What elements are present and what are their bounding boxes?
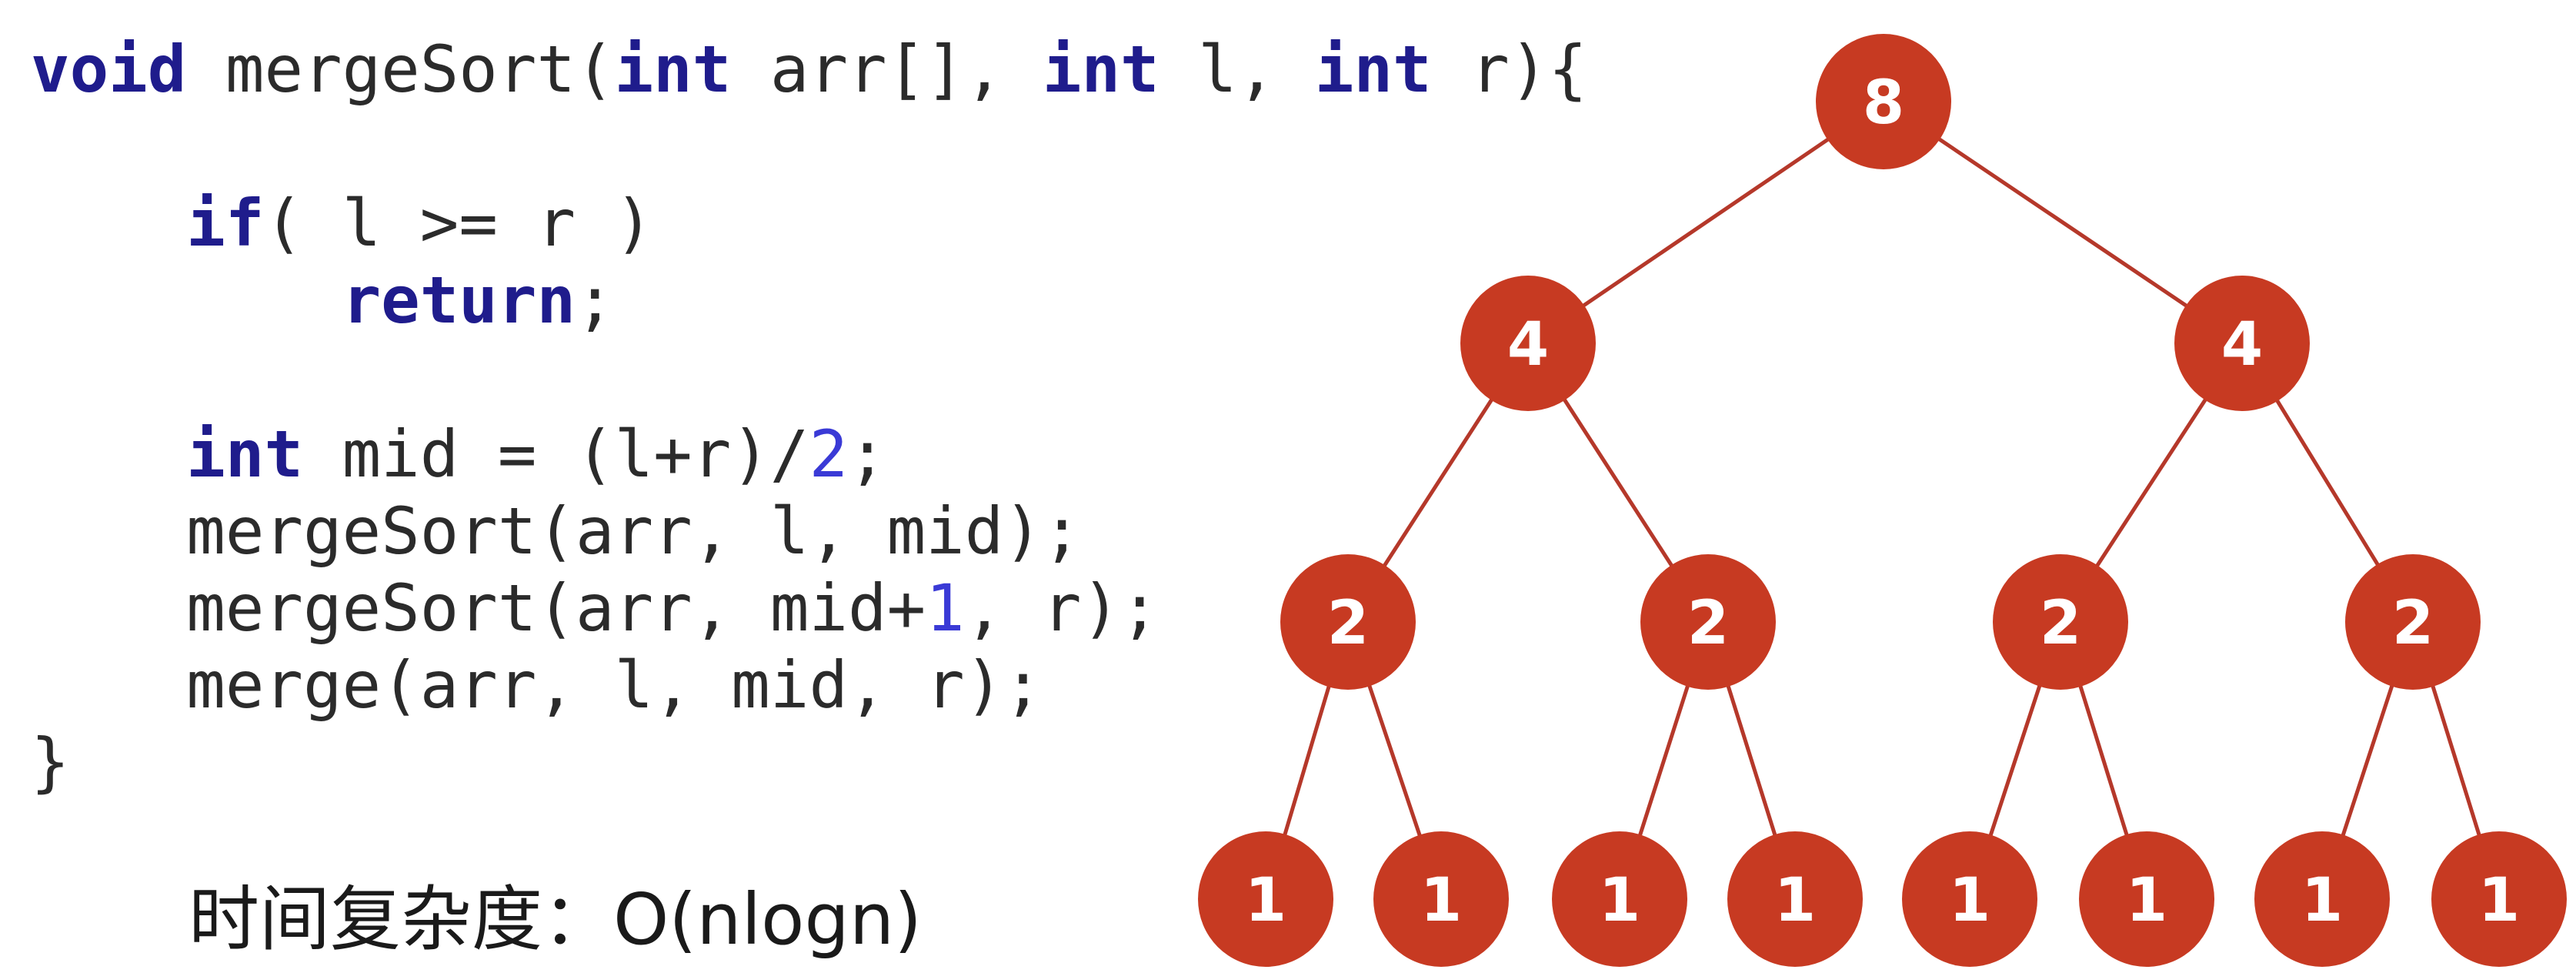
code-line: mergeSort(arr, mid+1, r);	[31, 570, 1587, 647]
code-keyword: if	[186, 186, 265, 261]
tree-node-circle	[2431, 831, 2567, 967]
tree-node-circle	[1993, 554, 2128, 690]
code-text: l,	[1159, 32, 1315, 107]
tree-node-circle	[2079, 831, 2214, 967]
code-keyword: int	[1042, 32, 1160, 107]
tree-node-label: 1	[1774, 866, 1816, 935]
tree-node-label: 4	[2221, 310, 2263, 380]
tree-node: 1	[1902, 831, 2037, 967]
tree-node-label: 1	[1949, 866, 1990, 935]
code-keyword: void	[31, 32, 187, 107]
code-text: mergeSort(arr, mid+	[31, 570, 926, 646]
code-line: }	[31, 724, 1587, 801]
code-line: merge(arr, l, mid, r);	[31, 647, 1587, 724]
tree-node: 8	[1816, 34, 1951, 169]
code-number: 1	[926, 570, 965, 646]
tree-node: 1	[2431, 831, 2567, 967]
code-text: mergeSort(	[186, 32, 615, 107]
code-line: int mid = (l+r)/2;	[31, 416, 1587, 493]
tree-node: 2	[1993, 554, 2128, 690]
tree-node-circle	[2254, 831, 2390, 967]
code-text: mergeSort(arr, l, mid);	[31, 493, 1082, 569]
code-line: mergeSort(arr, l, mid);	[31, 493, 1587, 570]
tree-node-label: 4	[1507, 310, 1549, 380]
tree-node: 4	[1460, 276, 1596, 411]
code-text: arr[],	[731, 32, 1043, 107]
tree-edge	[1882, 99, 2244, 346]
tree-node-circle	[1727, 831, 1863, 967]
tree-node-label: 2	[2040, 589, 2081, 658]
tree-node-circle	[1373, 831, 1509, 967]
code-text: }	[31, 724, 70, 800]
code-line: if( l >= r )	[31, 185, 1587, 262]
tree-node-circle	[1552, 831, 1687, 967]
tree-node-circle	[1816, 34, 1951, 169]
tree-node: 1	[2079, 831, 2214, 967]
tree-node-label: 1	[1599, 866, 1640, 935]
tree-node: 1	[2254, 831, 2390, 967]
tree-node-circle	[1460, 276, 1596, 411]
code-text: r){	[1431, 32, 1587, 107]
tree-node-circle	[2345, 554, 2481, 690]
tree-node-circle	[1280, 554, 1416, 690]
tree-node-label: 1	[1245, 866, 1286, 935]
code-text: ( l >= r )	[264, 186, 654, 261]
code-keyword: return	[342, 262, 576, 338]
tree-node: 1	[1727, 831, 1863, 967]
tree-node-label: 1	[2301, 866, 2343, 935]
tree-node-label: 1	[2126, 866, 2167, 935]
tree-node: 2	[1640, 554, 1776, 690]
code-block: void mergeSort(int arr[], int l, int r){…	[31, 31, 1587, 801]
complexity-label: 时间复杂度：O(nlogn)	[189, 878, 923, 961]
tree-node-circle	[2174, 276, 2310, 411]
tree-node: 1	[1373, 831, 1509, 967]
tree-node: 1	[1552, 831, 1687, 967]
code-keyword: int	[186, 416, 304, 492]
code-text: ;	[848, 416, 887, 492]
tree-node-label: 1	[2478, 866, 2520, 935]
tree-node-label: 1	[1420, 866, 1462, 935]
tree-node: 1	[1198, 831, 1333, 967]
tree-node: 2	[2345, 554, 2481, 690]
tree-node-label: 2	[1327, 589, 1369, 658]
code-keyword: int	[1314, 32, 1432, 107]
code-line: void mergeSort(int arr[], int l, int r){	[31, 31, 1587, 108]
tree-node-label: 2	[2392, 589, 2434, 658]
tree-node-circle	[1198, 831, 1333, 967]
tree-node: 4	[2174, 276, 2310, 411]
code-text: , r);	[964, 570, 1160, 646]
tree-edge	[1527, 99, 1885, 346]
code-number: 2	[809, 416, 849, 492]
code-keyword: int	[614, 32, 732, 107]
code-text: merge(arr, l, mid, r);	[31, 647, 1043, 723]
code-line: return;	[31, 262, 1587, 339]
tree-node-circle	[1640, 554, 1776, 690]
tree-node-label: 2	[1687, 589, 1729, 658]
tree-node-circle	[1902, 831, 2037, 967]
tree-node-label: 8	[1863, 69, 1904, 138]
code-text: ;	[576, 262, 615, 338]
tree-node: 2	[1280, 554, 1416, 690]
code-text: mid = (l+r)/	[303, 416, 809, 492]
